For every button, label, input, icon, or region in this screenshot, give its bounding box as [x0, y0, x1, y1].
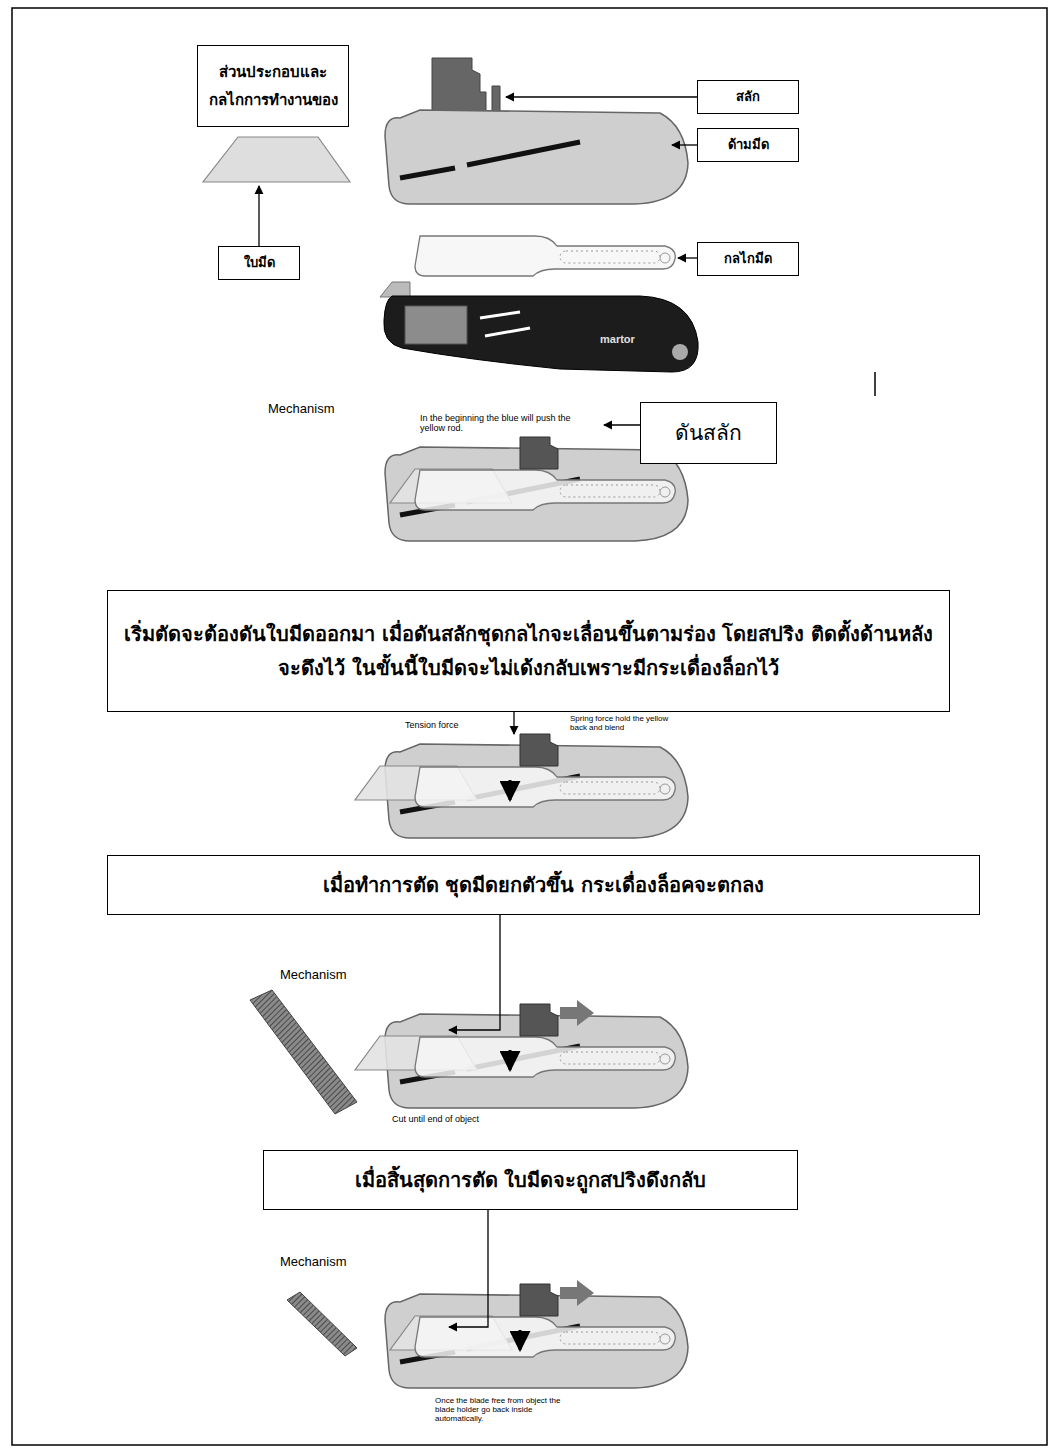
slider-part: [415, 1037, 675, 1077]
title-box: ส่วนประกอบและ กลไกการทำงานของ: [197, 45, 349, 127]
leader-arrow: [506, 96, 697, 97]
section-heading: Mechanism: [280, 1255, 346, 1270]
part-label-box: ใบมีด: [218, 246, 300, 280]
blade-tip: [380, 282, 410, 297]
note-text: Cut until end of object: [392, 1114, 479, 1124]
pin-part: [520, 1004, 558, 1036]
part-label-box: กลไกมีด: [697, 242, 799, 276]
pin-part: [492, 86, 500, 112]
knife-stage-2: [355, 734, 688, 838]
action-label-box: ดันสลัก: [640, 402, 777, 464]
note-text: Spring force hold the yellow back and bl…: [570, 714, 680, 732]
leader-arrow: [672, 144, 697, 145]
knife-slot: [480, 312, 520, 318]
stray-mark: [874, 372, 876, 396]
node-text: กลไกมีด: [724, 250, 772, 268]
page-frame: [12, 8, 1047, 1445]
leader-arrow: [513, 712, 514, 734]
force-arrow: [509, 1050, 512, 1070]
knife-window: [405, 306, 467, 344]
step-box: เริ่มตัดจะต้องดันใบมีดออกมา เมื่อดันสลัก…: [107, 590, 950, 712]
pin-part: [520, 734, 558, 766]
knife-stage-3: [355, 1004, 688, 1108]
node-text: เมื่อสิ้นสุดการตัด ใบมีดจะถูกสปริงดึงกลั…: [355, 1167, 707, 1194]
force-arrow: [509, 780, 512, 800]
part-label-box: ด้ามมีด: [697, 128, 799, 162]
section-heading: Mechanism: [280, 968, 346, 983]
node-text: ด้ามมีด: [728, 136, 769, 154]
pin-part: [432, 58, 486, 112]
note-text: In the beginning the blue will push the …: [420, 413, 590, 434]
note-text: Tension force: [405, 720, 459, 730]
knife-button: [672, 344, 688, 360]
node-text: เมื่อทำการตัด ชุดมีดยกตัวขึ้น กระเดื่องล…: [323, 872, 765, 899]
knife-stage-4: [385, 1284, 688, 1388]
cut-object: [250, 990, 357, 1114]
node-text: ใบมีด: [244, 254, 275, 272]
handle-part: [385, 110, 688, 204]
pin-part: [520, 1284, 558, 1316]
leader-arrow: [678, 257, 697, 258]
force-arrow: [519, 1330, 522, 1350]
leader-arrow: [449, 915, 500, 1030]
node-text: ส่วนประกอบและ กลไกการทำงานของ: [204, 58, 342, 115]
step-box: เมื่อสิ้นสุดการตัด ใบมีดจะถูกสปริงดึงกลั…: [263, 1150, 798, 1210]
slider-part: [415, 470, 675, 510]
motion-arrow: [560, 1280, 594, 1306]
section-heading: Mechanism: [268, 402, 334, 417]
motion-arrow: [560, 1000, 594, 1026]
node-text: ดันสลัก: [675, 419, 742, 447]
leader-arrow: [258, 186, 259, 246]
slider-part: [415, 236, 675, 276]
node-text: เริ่มตัดจะต้องดันใบมีดออกมา เมื่อดันสลัก…: [114, 617, 943, 685]
pin-part: [520, 437, 558, 469]
cut-object: [287, 1292, 357, 1356]
knife-slot: [485, 328, 530, 336]
leader-arrow: [449, 1210, 488, 1327]
slider-part: [415, 767, 675, 807]
note-text: Once the blade free from object the blad…: [435, 1396, 575, 1424]
brand-text: martor: [600, 333, 635, 346]
step-box: เมื่อทำการตัด ชุดมีดยกตัวขึ้น กระเดื่องล…: [107, 855, 980, 915]
knife-body: [384, 296, 698, 372]
leader-arrow: [604, 424, 640, 425]
part-label-box: สลัก: [697, 80, 799, 114]
blade-part: [203, 137, 350, 182]
node-text: สลัก: [736, 88, 760, 106]
slider-part: [415, 1317, 675, 1357]
